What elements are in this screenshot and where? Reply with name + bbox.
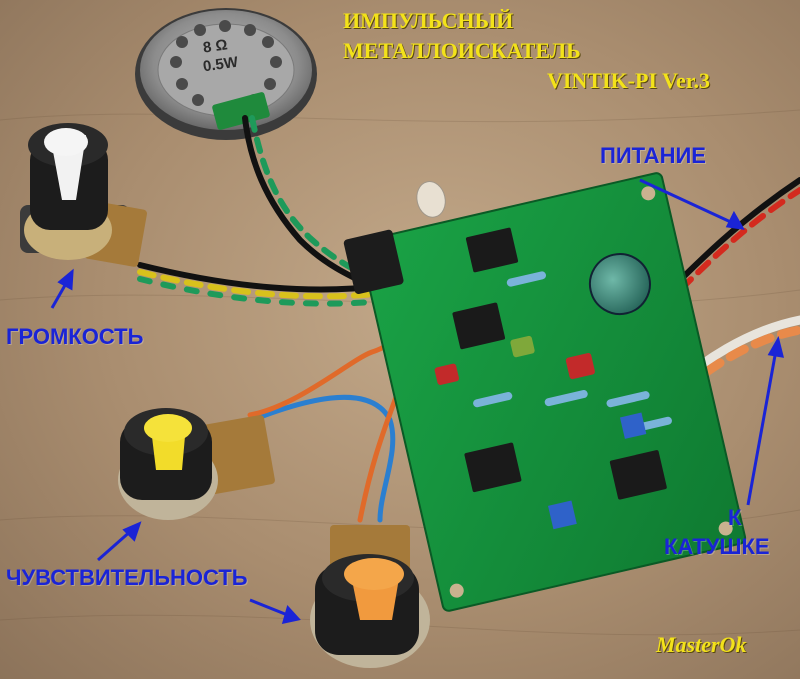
power-label: ПИТАНИЕ bbox=[600, 143, 706, 168]
title-line3: VINTIK-PI Ver.3 bbox=[547, 68, 710, 93]
sensitivity-label: ЧУВСТВИТЕЛЬНОСТЬ bbox=[6, 565, 248, 590]
coil-label-line1: К bbox=[728, 505, 742, 530]
volume-label: ГРОМКОСТЬ bbox=[6, 324, 144, 349]
title-line2: МЕТАЛЛОИСКАТЕЛЬ bbox=[343, 38, 581, 63]
author-signature: MasterOk bbox=[656, 632, 747, 657]
coil-label-line2: КАТУШКЕ bbox=[664, 534, 770, 559]
title-line1: ИМПУЛЬСНЫЙ bbox=[343, 8, 514, 33]
speaker bbox=[135, 8, 317, 140]
speaker-impedance-label: 8 Ω bbox=[201, 36, 229, 57]
pcb-board bbox=[343, 172, 747, 612]
annotation-arrows bbox=[50, 178, 785, 624]
volume-potentiometer bbox=[20, 123, 147, 267]
sensitivity-potentiometer bbox=[118, 408, 275, 520]
threshold-potentiometer bbox=[310, 525, 430, 668]
